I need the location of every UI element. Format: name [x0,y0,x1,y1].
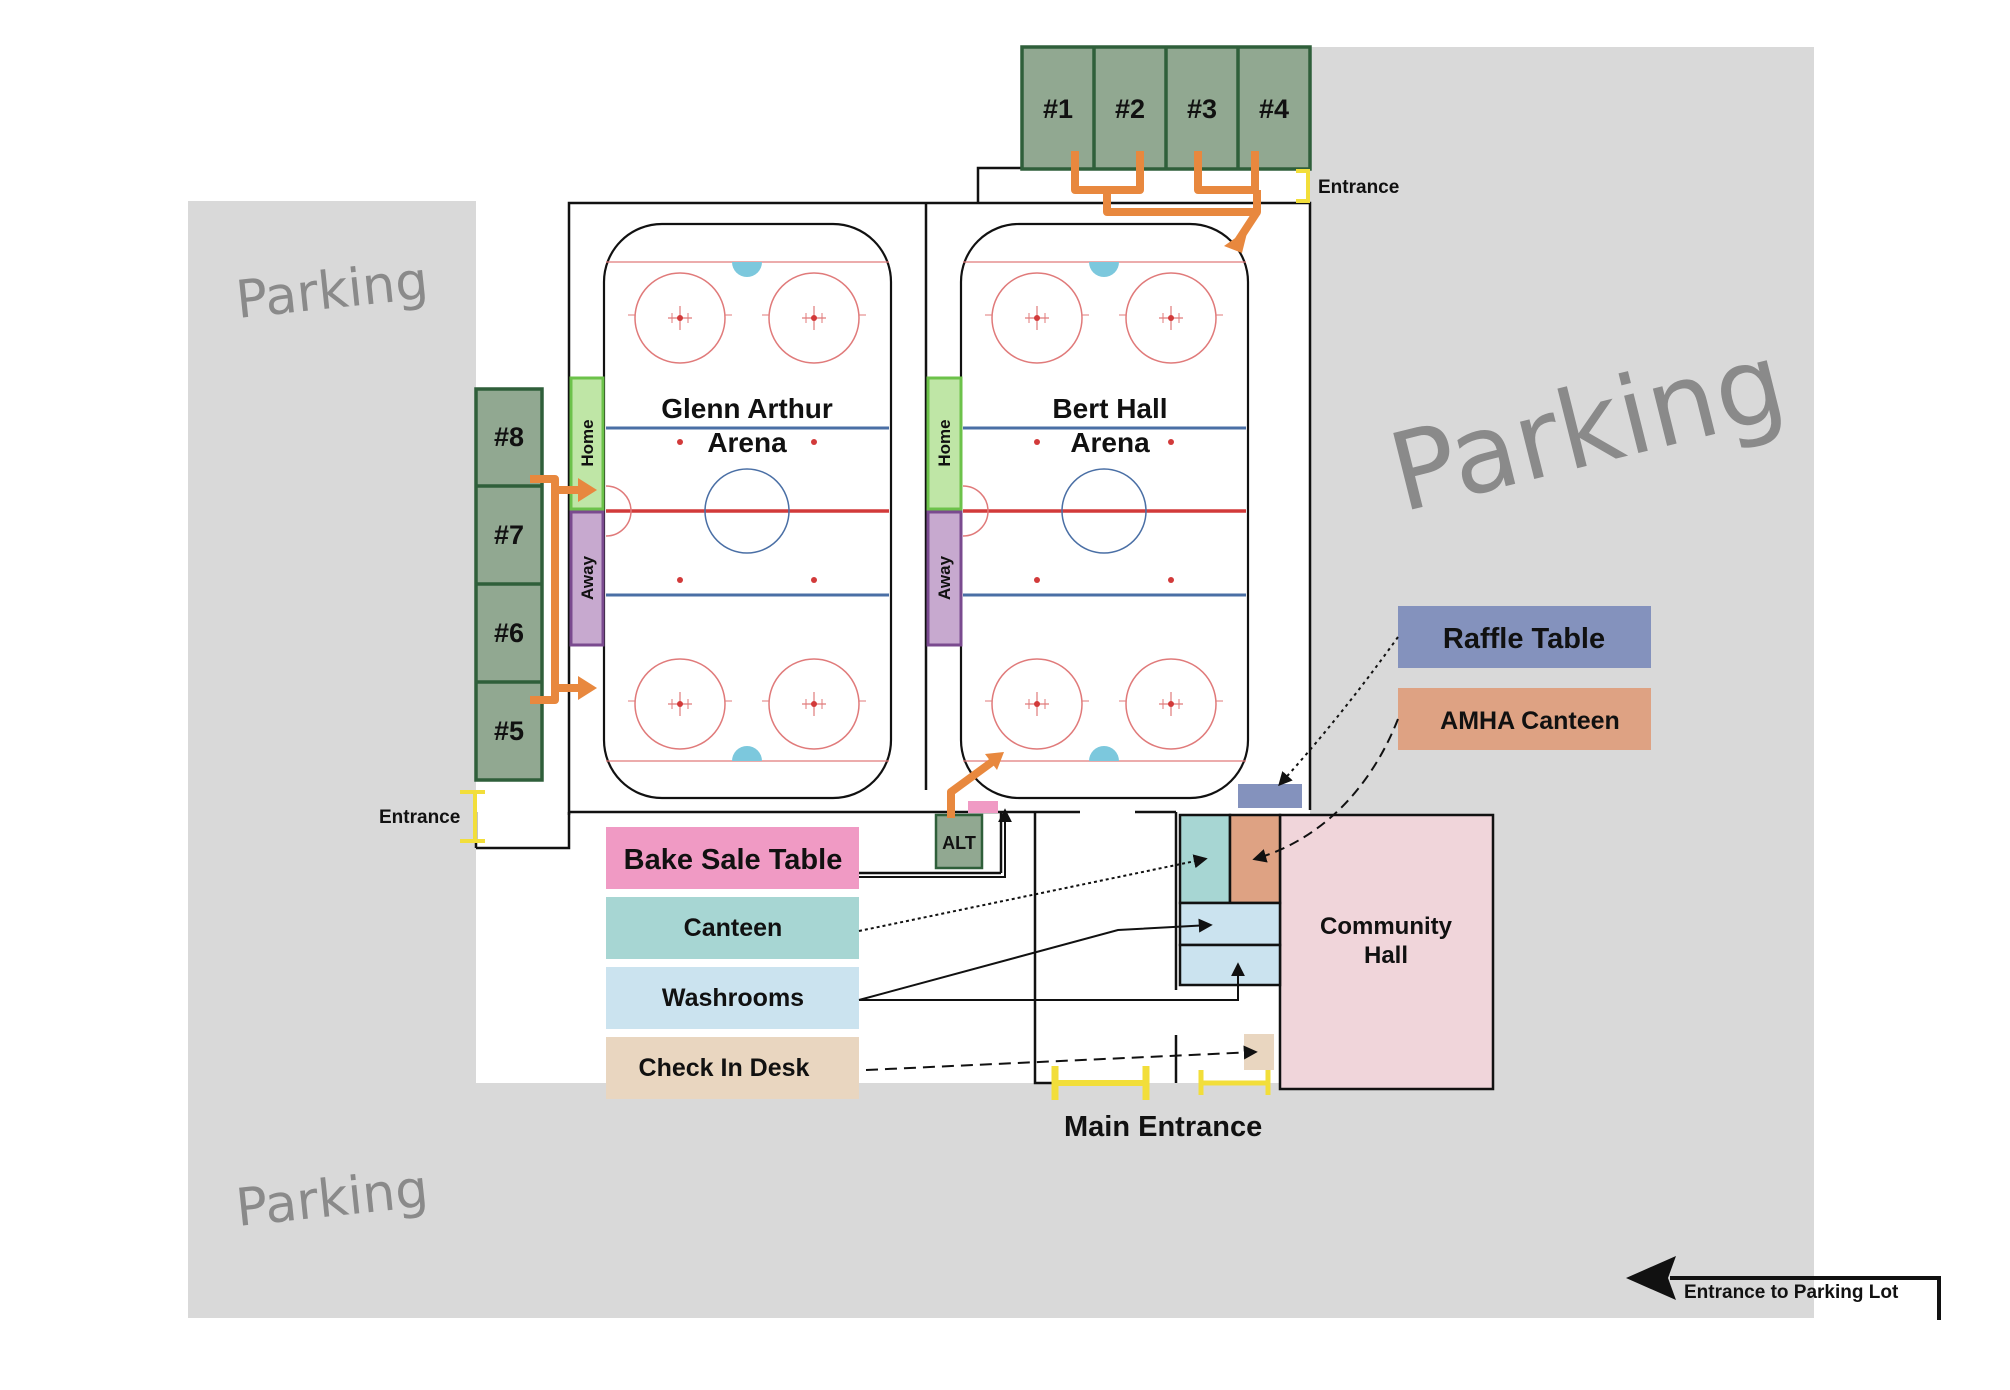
dressing-room-1: #1 [1043,94,1073,124]
dressing-room-6: #6 [494,618,524,648]
raffle-table-area [1238,784,1302,808]
dressing-room-4: #4 [1259,94,1289,124]
home-bench-bert [926,376,963,511]
community-hall-label-line2: Hall [1364,942,1408,969]
washrooms-area-lower [1178,943,1282,987]
raffle-table-legend [1398,606,1651,668]
dressing-room-8: #8 [494,422,524,452]
entrance-label-left: Entrance [379,807,460,828]
rink-name-line2: Arena [707,427,787,458]
main-entrance-label: Main Entrance [1064,1111,1262,1143]
bake-sale-table-area [968,801,998,813]
rink-name-line1: Glenn Arthur [661,393,833,424]
rink-bert-hall: Bert Hall Arena [959,222,1250,800]
community-hall [1278,813,1495,1091]
washrooms-area [1178,901,1282,947]
bake-sale-legend [606,827,859,889]
parking-lot-entrance-label: Entrance to Parking Lot [1684,1282,1899,1303]
community-hall-block: Community Hall [968,784,1495,1091]
community-hall-label-line1: Community [1320,913,1453,940]
raffle-table-legend-label: Raffle Table [1443,623,1605,655]
washrooms-legend [606,967,859,1029]
alt-room-label: ALT [942,833,976,853]
away-bench-label: Away [935,555,954,600]
canteen-legend [606,897,859,959]
dressing-room-7: #7 [494,520,524,550]
check-in-legend [606,1037,859,1099]
dressing-room-3: #3 [1187,94,1217,124]
parking-lot-entrance-arrow: Entrance to Parking Lot [1626,1256,1941,1320]
alt-dressing-room [934,813,984,870]
away-bench-glenn [569,510,605,647]
check-in-legend-label: Check In Desk [639,1054,810,1082]
dressing-room-2: #2 [1115,94,1145,124]
canteen-legend-label: Canteen [684,914,783,942]
entrance-label-top: Entrance [1318,177,1399,198]
entrance-markers [460,169,1310,1100]
dressing-rooms-left: #8 #7 #6 #5 [474,387,544,782]
canteen-area [1178,813,1232,905]
home-bench-label: Home [935,419,954,466]
bake-sale-legend-label: Bake Sale Table [624,844,843,876]
dressing-rooms-top: #1 #2 #3 #4 [1020,45,1312,171]
rink-glenn-arthur: Glenn Arthur Arena [602,222,893,800]
amha-canteen-legend-label: AMHA Canteen [1440,707,1620,735]
rink-name-line2: Arena [1070,427,1150,458]
route-arrowheads [578,229,1248,770]
rink-name-line1: Bert Hall [1052,393,1167,424]
amha-canteen-area [1228,813,1282,905]
legend: Raffle Table AMHA Canteen Bake Sale Tabl… [606,606,1651,1099]
washrooms-legend-label: Washrooms [662,984,804,1012]
home-bench-label: Home [578,419,597,466]
away-bench-label: Away [578,555,597,600]
route-arrows [530,151,1261,818]
dressing-room-5: #5 [494,716,524,746]
away-bench-bert [926,510,963,647]
amha-canteen-legend [1398,688,1651,750]
legend-connectors [858,636,1399,1071]
